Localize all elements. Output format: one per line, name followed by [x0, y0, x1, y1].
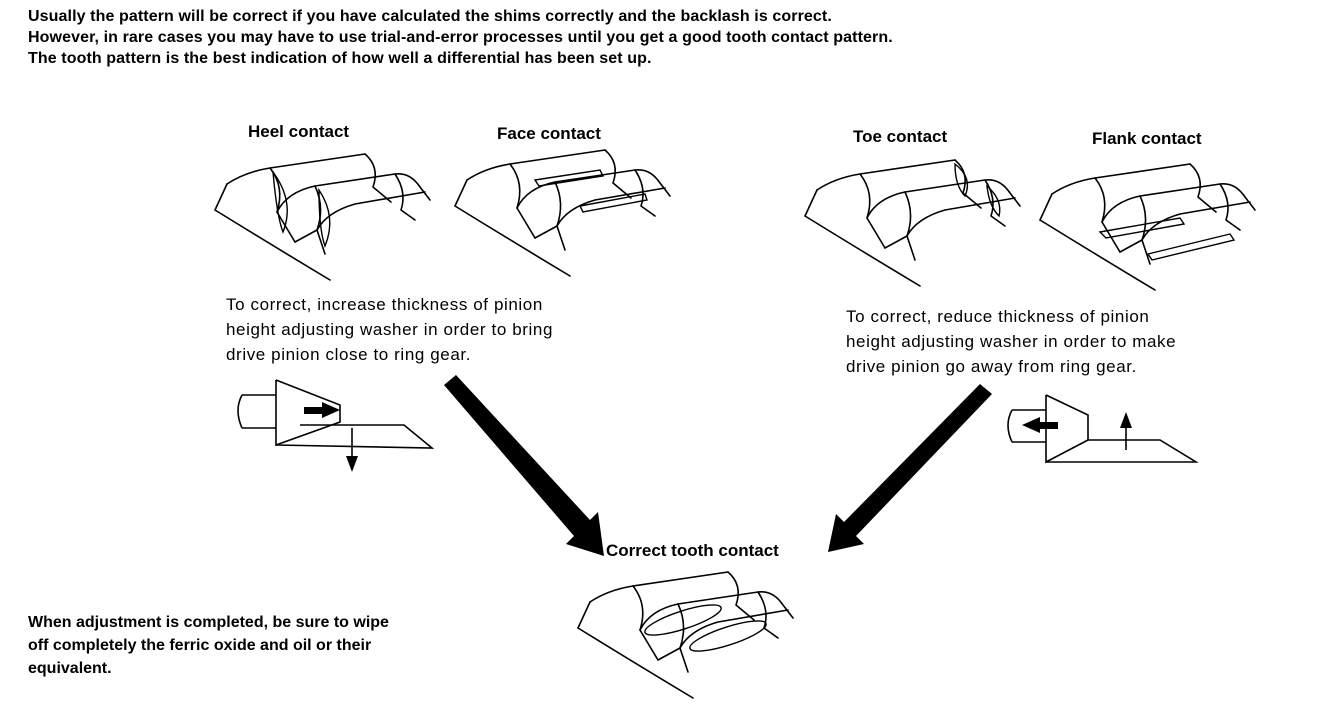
- left-correction-note: To correct, increase thickness of pinion…: [226, 292, 553, 367]
- left-big-arrow: [444, 375, 604, 556]
- right-big-arrow: [828, 384, 992, 552]
- right-correction-note: To correct, reduce thickness of pinion h…: [846, 304, 1176, 379]
- right-note-line-1: To correct, reduce thickness of pinion: [846, 307, 1150, 326]
- closing-line-1: When adjustment is completed, be sure to…: [28, 614, 389, 631]
- left-note-line-3: drive pinion close to ring gear.: [226, 345, 472, 364]
- toe-contact-label: Toe contact: [853, 127, 948, 146]
- flank-contact-label: Flank contact: [1092, 129, 1202, 148]
- correct-contact-label: Correct tooth contact: [606, 541, 779, 560]
- face-contact-gear-illustration: [454, 149, 671, 277]
- closing-line-2: off completely the ferric oxide and oil …: [28, 637, 372, 654]
- intro-line-1: Usually the pattern will be correct if y…: [28, 8, 832, 25]
- closing-note: When adjustment is completed, be sure to…: [28, 611, 389, 680]
- toe-contact-gear-illustration: [804, 159, 1021, 287]
- left-pinion-schematic: [237, 379, 435, 472]
- right-note-line-3: drive pinion go away from ring gear.: [846, 357, 1137, 376]
- heel-contact-gear-illustration: [214, 153, 431, 281]
- flank-contact-gear-illustration: [1039, 163, 1256, 291]
- correct-contact-gear-illustration: [577, 571, 794, 699]
- right-pinion-schematic: [1007, 394, 1199, 464]
- left-note-line-1: To correct, increase thickness of pinion: [226, 295, 543, 314]
- heel-contact-label: Heel contact: [248, 122, 350, 141]
- intro-line-2: However, in rare cases you may have to u…: [28, 29, 893, 46]
- intro-text: Usually the pattern will be correct if y…: [28, 6, 893, 69]
- face-contact-label: Face contact: [497, 124, 601, 143]
- intro-line-3: The tooth pattern is the best indication…: [28, 50, 652, 67]
- right-note-line-2: height adjusting washer in order to make: [846, 332, 1177, 351]
- left-note-line-2: height adjusting washer in order to brin…: [226, 320, 554, 339]
- closing-line-3: equivalent.: [28, 660, 112, 677]
